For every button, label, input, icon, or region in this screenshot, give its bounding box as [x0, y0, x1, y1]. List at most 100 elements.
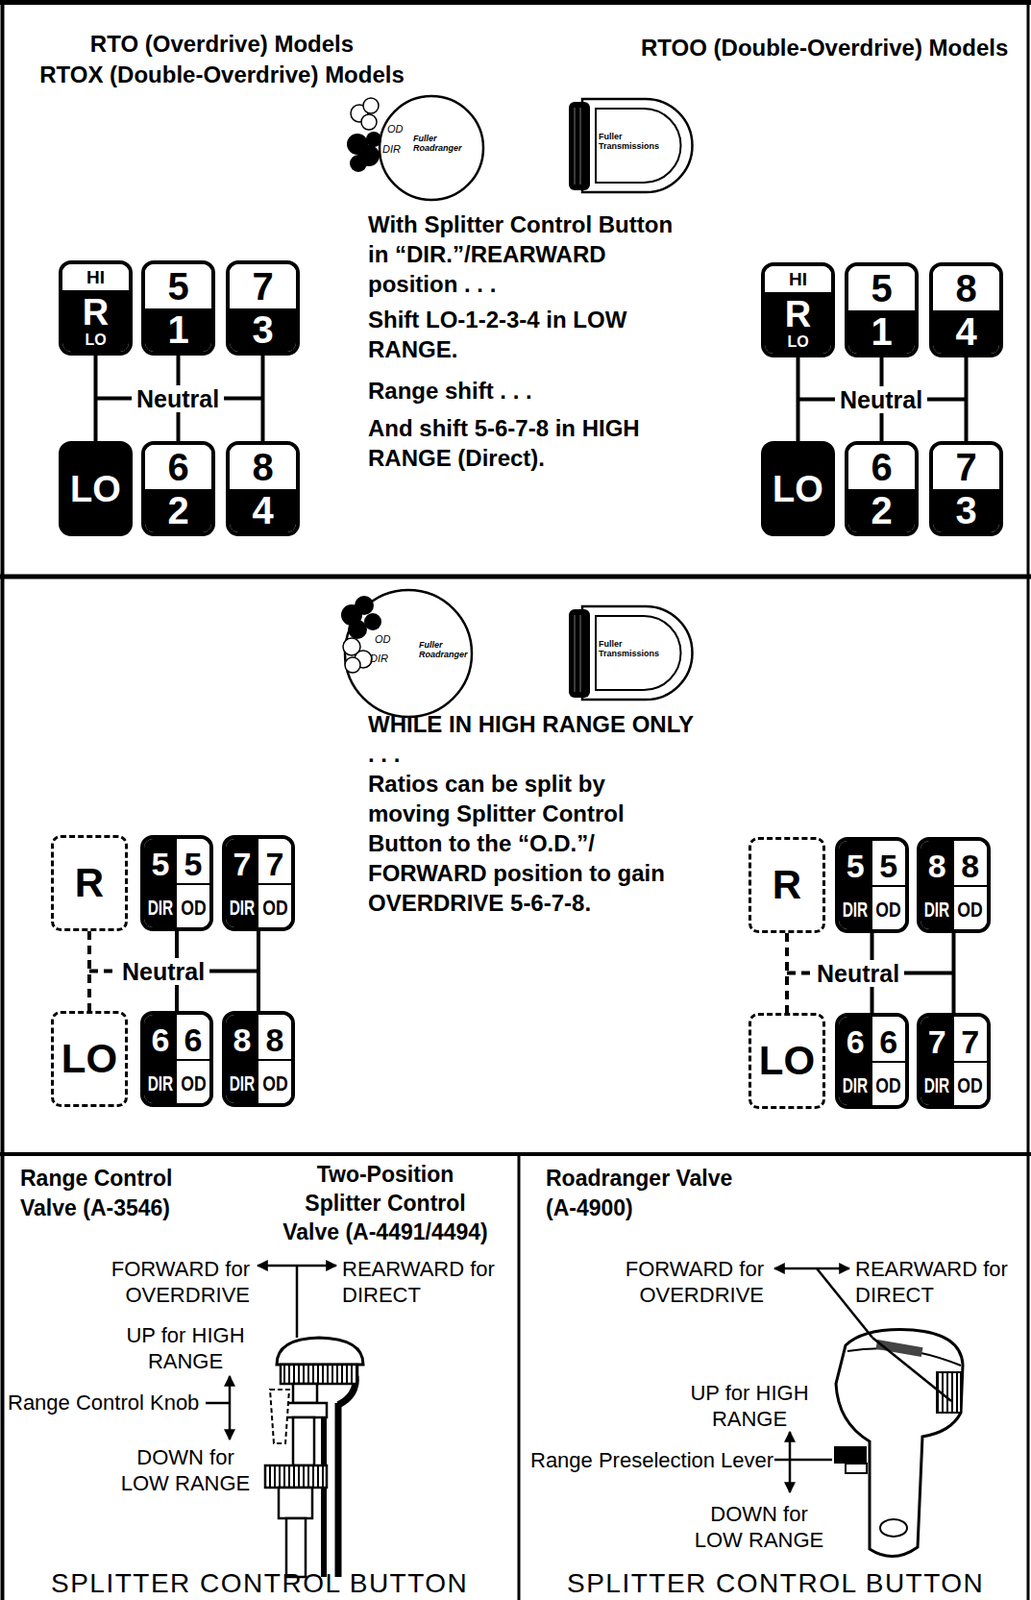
panel-caption: SPLITTER CONTROL BUTTON [50, 1568, 503, 1598]
roadranger-knob [582, 606, 692, 700]
gear-label: 7 [251, 267, 273, 306]
splitter-knob-round [361, 114, 377, 130]
gear-label: DIR [924, 899, 951, 921]
range-control-valve [270, 1389, 290, 1444]
gear-position-dashed: LO [748, 1012, 826, 1109]
direction-arrow [774, 1458, 833, 1462]
roadranger-valve [834, 1329, 963, 1557]
low-range-half: 4 [229, 489, 296, 534]
roadranger-knob [568, 98, 692, 193]
panel-heading: Range Control Valve (A-3546) [20, 1163, 213, 1224]
instruction-text: Shift LO-1-2-3-4 in LOW RANGE. [368, 304, 700, 365]
gear-label: OD [180, 897, 206, 919]
gear-label: DIR [147, 897, 174, 919]
range-control-valve [293, 1383, 318, 1403]
direction-arrow [205, 1265, 873, 1493]
brand-name: Fuller Transmissions [598, 638, 670, 659]
roadranger-knob [574, 107, 576, 185]
roadranger-knob [582, 98, 692, 193]
gear-position-box: 6DIR6OD [834, 1012, 909, 1109]
instruction-text: Ratios can be split by moving Splitter C… [368, 768, 686, 918]
low-box-fill: LO [62, 444, 129, 533]
knob-marking: DIR [382, 143, 408, 155]
frame-border [1027, 0, 1031, 1600]
gear-label: 4 [955, 312, 977, 351]
roadranger-knob [580, 614, 582, 692]
gear-position-box: 84 [225, 441, 300, 537]
gear-label: 6 [151, 1023, 171, 1056]
range-control-valve [280, 1364, 358, 1384]
gear-label: 8 [251, 447, 273, 487]
gear-label: R [772, 864, 802, 906]
gear-label: 6 [184, 1023, 203, 1056]
range-control-valve [320, 1417, 327, 1577]
low-range-half: 1 [848, 310, 915, 355]
gear-label: OD [957, 1075, 983, 1097]
splitter-knob-round [379, 96, 484, 200]
gear-label: 6 [167, 447, 189, 487]
gear-label: 8 [233, 1023, 252, 1056]
gear-label: 1 [870, 312, 892, 351]
part-name: Range Control Knob [7, 1390, 205, 1416]
panel-caption: SPLITTER CONTROL BUTTON [566, 1568, 1019, 1598]
gear-position-box: LO [58, 441, 133, 537]
gear-label: 2 [167, 490, 189, 530]
gear-position-dashed: R [50, 834, 128, 932]
gear-label: LO [772, 470, 824, 508]
direction-arrow [788, 1431, 792, 1493]
frame-border [0, 1152, 1031, 1156]
instruction-text: And shift 5-6-7-8 in HIGH RANGE (Direct)… [368, 413, 700, 473]
direction-arrow [228, 1375, 232, 1440]
gear-label: LO [70, 470, 122, 508]
gear-label: 8 [960, 849, 980, 883]
half-divider [144, 1058, 210, 1061]
roadranger-knob [580, 107, 582, 185]
gear-label: DIR [229, 1073, 256, 1095]
gear-position-box: 51 [844, 262, 919, 358]
gear-position-box: 8DIR8OD [221, 1010, 295, 1107]
high-range-half: 8 [229, 444, 296, 490]
gear-label: 7 [266, 847, 285, 881]
instruction-text: With Splitter Control Button in “DIR.”/R… [368, 209, 700, 299]
dashed-box-fill: LO [751, 1015, 823, 1106]
gear-label: 7 [960, 1025, 980, 1058]
range-control-valve [286, 1518, 306, 1577]
gear-label: 4 [251, 490, 273, 530]
brand-name: Fuller Roadranger [413, 133, 483, 153]
panel-heading: Roadranger Valve (A-4900) [545, 1163, 767, 1224]
direction-label: UP for HIGH RANGE [113, 1322, 258, 1375]
direction-label: REARWARD for DIRECT [855, 1255, 1029, 1308]
model-heading: RTO (Overdrive) Models [29, 28, 415, 59]
gear-label: 5 [879, 849, 898, 883]
half-divider [225, 1058, 292, 1061]
gear-position-box: 5DIR5OD [140, 834, 214, 932]
dashed-box-fill: LO [53, 1013, 125, 1105]
gear-position-box: HIRLO [58, 260, 133, 356]
range-half-black: RLO [62, 290, 129, 352]
gear-label: 5 [870, 269, 892, 308]
range-control-valve [265, 1337, 364, 1577]
direction-label: REARWARD for DIRECT [342, 1255, 520, 1308]
gear-label: 5 [151, 847, 171, 881]
neutral-label: Neutral [834, 386, 928, 414]
gear-label: 5 [846, 849, 865, 883]
high-range-half: 6 [145, 444, 212, 490]
knob-marking: OD [374, 633, 398, 645]
gear-label: 7 [928, 1025, 947, 1058]
range-control-valve [265, 1465, 327, 1488]
half-divider [920, 884, 987, 887]
range-half-white: HI [62, 264, 129, 291]
roadranger-valve [845, 1463, 867, 1473]
roadranger-knob [568, 609, 590, 698]
direction-label: FORWARD for OVERDRIVE [586, 1255, 764, 1308]
low-range-half: 4 [932, 310, 1000, 355]
gear-position-box: 73 [929, 441, 1004, 537]
range-control-valve [284, 1402, 327, 1418]
gear-label: OD [876, 899, 902, 921]
roadranger-valve [872, 1337, 952, 1401]
gear-label: 1 [167, 310, 189, 349]
direction-label: DOWN for LOW RANGE [687, 1500, 832, 1553]
gear-label: 8 [266, 1023, 285, 1056]
high-range-half: 5 [848, 266, 915, 311]
splitter-knob-round [346, 96, 484, 200]
